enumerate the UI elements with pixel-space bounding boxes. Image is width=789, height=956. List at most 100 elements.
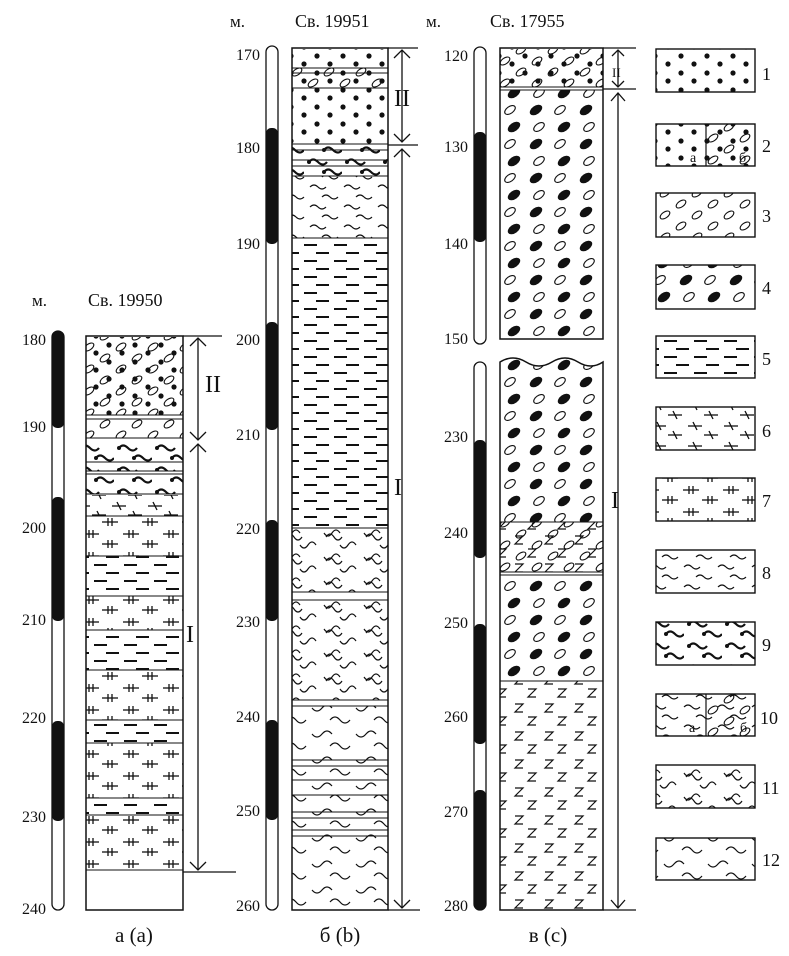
- column-c-polarity-block: [474, 440, 486, 558]
- column-a-well-title: Св. 19950: [88, 290, 163, 310]
- legend-number: 4: [762, 278, 771, 298]
- column-c-depth-label: 140: [444, 236, 468, 253]
- legend-number: 2: [762, 136, 771, 156]
- column-b-frame: [291, 47, 389, 911]
- column-c-depth-label: 240: [444, 525, 468, 542]
- column-c-layer-mixed-gravel: [500, 90, 603, 338]
- column-c-unit-label: II: [612, 65, 621, 80]
- column-c: м. Св. 17955 120 130 140 150 230 240 250…: [426, 11, 636, 947]
- column-b-depth-bar: [265, 45, 279, 911]
- column-a-polarity-block: [52, 331, 64, 428]
- column-a-depth-label: 230: [22, 809, 46, 826]
- column-a-unit: м.: [32, 291, 47, 310]
- legend-item-1: 1: [655, 48, 771, 93]
- column-a-layer-dash: [86, 630, 183, 670]
- column-c-well-title: Св. 17955: [490, 11, 565, 31]
- column-b-depth-label: 200: [236, 332, 260, 349]
- legend-item-7: 7: [655, 477, 771, 522]
- column-c-polarity-block: [474, 624, 486, 744]
- legend-item-10: а б 10: [655, 693, 778, 737]
- legend-item-8: 8: [655, 549, 771, 594]
- column-b-unit-label: I: [394, 475, 402, 501]
- legend-item-11: 11: [655, 764, 779, 809]
- column-b-layer-tilde: [292, 176, 388, 238]
- column-c-polarity-block: [474, 790, 486, 910]
- column-b-depth-label: 210: [236, 427, 260, 444]
- column-b-layer-sand: [292, 88, 388, 144]
- column-b-depth-label: 240: [236, 709, 260, 726]
- column-c-caption: в (с): [529, 923, 567, 947]
- legend-number: 6: [762, 421, 771, 441]
- column-a: м. Св. 19950 180 190 200 210 220 230 240: [22, 290, 236, 947]
- column-a-depth-label: 220: [22, 710, 46, 727]
- legend: 1 а б 2 3 4 5 6 7: [655, 48, 780, 881]
- column-b-polarity-block: [266, 720, 278, 820]
- column-b-layer-xtilde: [292, 706, 388, 908]
- column-c-depth-label: 270: [444, 804, 468, 821]
- column-b-layer-xtilde: [292, 600, 388, 700]
- column-c-layer-zed-gravel: [500, 522, 603, 572]
- column-b-unit-label: II: [394, 86, 410, 112]
- column-a-depth-label: 180: [22, 332, 46, 349]
- column-a-depth-label: 210: [22, 612, 46, 629]
- column-b-depth-label: 190: [236, 236, 260, 253]
- legend-number: 5: [762, 349, 771, 369]
- column-a-layer-dash: [86, 556, 183, 596]
- column-b-depth-label: 220: [236, 521, 260, 538]
- column-c-layer-gravel: [500, 49, 603, 87]
- legend-item-9: 9: [655, 621, 771, 666]
- column-b: м. Св. 19951 170 180 190 200 210 220 230…: [230, 11, 420, 947]
- column-a-layer-sand: [86, 337, 183, 415]
- column-b-depth-label: 170: [236, 47, 260, 64]
- column-a-polarity-block: [52, 721, 64, 821]
- legend-number: 12: [762, 850, 780, 870]
- column-a-layer-cross: [86, 495, 183, 516]
- legend-number: 11: [762, 778, 779, 798]
- column-c-layer-mixed-gravel: [500, 575, 603, 681]
- column-c-depth-label: 230: [444, 429, 468, 446]
- column-c-unit-label: I: [611, 488, 619, 514]
- column-a-unit-label: I: [186, 622, 194, 648]
- column-b-unit: м.: [230, 12, 245, 31]
- column-a-layer-hash: [86, 743, 183, 798]
- column-a-unit-label: II: [205, 372, 221, 398]
- column-c-top-boundaries: [500, 86, 603, 91]
- legend-number: 10: [760, 708, 778, 728]
- legend-item-6: 6: [655, 406, 771, 451]
- column-c-layer-mixed-gravel: [500, 358, 603, 522]
- column-c-frame-bottom: [499, 357, 604, 911]
- column-b-caption: б (b): [320, 923, 360, 947]
- column-b-layer-xtilde: [292, 528, 388, 592]
- column-a-frame: [85, 335, 184, 911]
- column-a-depth-label: 200: [22, 520, 46, 537]
- legend-item-5: 5: [655, 335, 771, 379]
- column-b-layer-gravel: [292, 68, 388, 88]
- column-b-depth-label: 260: [236, 898, 260, 915]
- column-a-layer-hash: [86, 516, 183, 556]
- column-b-layer-dash: [292, 238, 388, 528]
- column-a-layer-hash: [86, 596, 183, 630]
- column-c-polarity-block: [474, 132, 486, 242]
- column-b-depth-label: 250: [236, 803, 260, 820]
- column-a-layer-hash: [86, 815, 183, 870]
- column-b-layer-boundaries: [292, 67, 388, 837]
- column-b-depth-label: 180: [236, 140, 260, 157]
- column-a-depth-label: 190: [22, 419, 46, 436]
- column-b-layer-sand: [292, 49, 388, 68]
- column-a-layer-hash: [86, 670, 183, 720]
- column-b-polarity-block: [266, 520, 278, 621]
- legend-number: 9: [762, 635, 771, 655]
- column-c-unit-markers: [603, 47, 636, 911]
- column-a-unit-markers: [183, 335, 236, 873]
- column-b-polarity-block: [266, 128, 278, 244]
- column-a-depth-label: 240: [22, 901, 46, 918]
- column-c-unit: м.: [426, 12, 441, 31]
- column-a-layer-worm: [86, 440, 183, 471]
- legend-number: 1: [762, 64, 771, 84]
- legend-sublabel: б: [739, 151, 746, 166]
- column-c-depth-label: 280: [444, 898, 468, 915]
- column-a-layer-dash: [86, 798, 183, 815]
- column-c-frame-top: [499, 47, 604, 340]
- column-c-layer-zed: [500, 681, 603, 910]
